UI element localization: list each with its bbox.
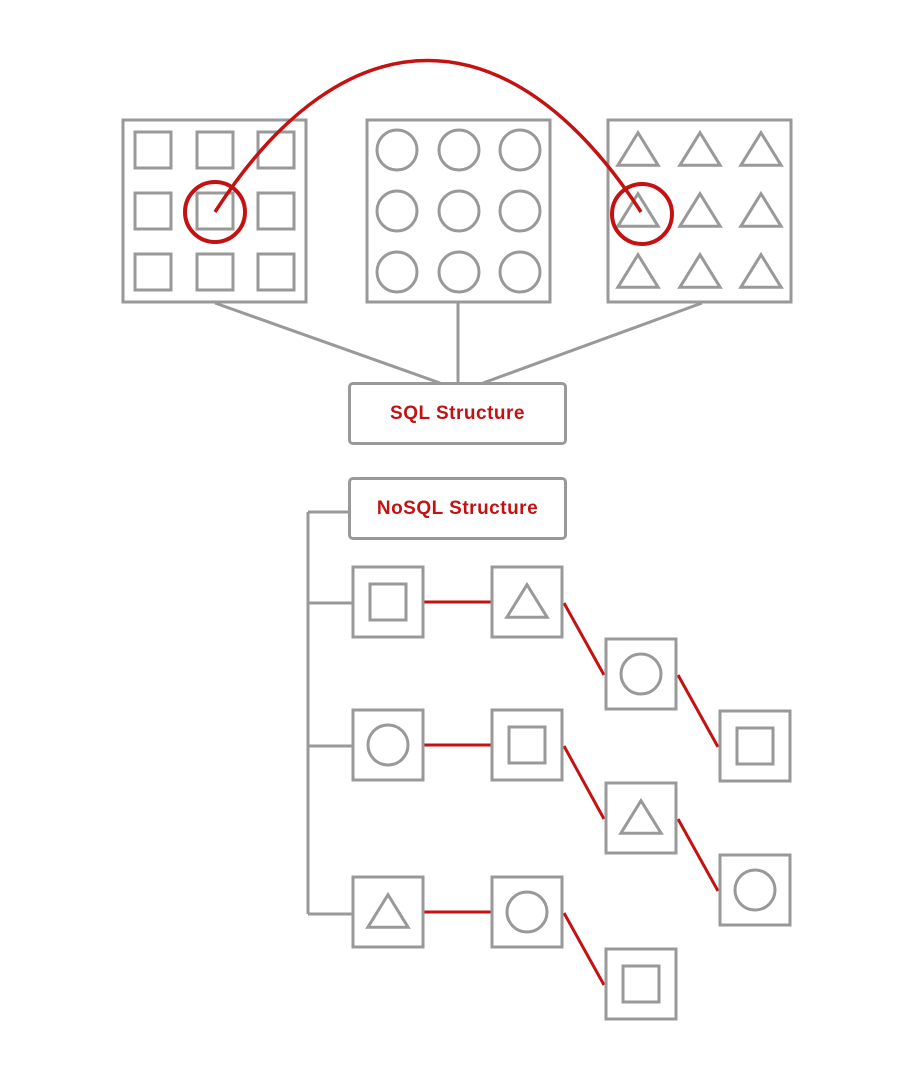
document-2-link-2	[676, 818, 720, 892]
squares-table-cell-1-1-square-icon	[195, 191, 235, 231]
circles-table-cell-1-1-circle-icon	[437, 189, 481, 233]
circles-table-cell-1-0-circle-icon	[375, 189, 419, 233]
triangles-table-cell-1-2-triangle-icon	[738, 190, 784, 228]
document-1-node-1-triangle-icon	[504, 581, 550, 619]
circles-table-cell-1-2-circle-icon	[498, 189, 542, 233]
circles-table-cell-2-1-circle-icon	[437, 250, 481, 294]
document-2-node-1-square-icon	[507, 725, 547, 765]
document-2-node-3	[718, 853, 792, 927]
squares-table-cell-2-2-square-icon	[256, 252, 296, 292]
document-1-node-3	[718, 709, 792, 783]
document-1-node-0	[351, 565, 425, 639]
sql-structure-label: SQL Structure	[348, 382, 567, 445]
document-3-node-1	[490, 875, 564, 949]
document-3-node-1-circle-icon	[505, 890, 549, 934]
document-3-node-0-triangle-icon	[365, 891, 411, 929]
squares-table-cell-0-1-square-icon	[195, 130, 235, 170]
table-connector-right	[482, 301, 703, 385]
relation-arc	[213, 58, 643, 213]
document-3-link-1	[562, 912, 606, 986]
document-2-node-1	[490, 708, 564, 782]
document-3-node-0	[351, 875, 425, 949]
document-1-node-0-square-icon	[368, 582, 408, 622]
circles-table-cell-0-1-circle-icon	[437, 128, 481, 172]
squares-table-cell-1-0-square-icon	[133, 191, 173, 231]
document-1-node-1	[490, 565, 564, 639]
document-1-node-3-square-icon	[735, 726, 775, 766]
document-2-node-0	[351, 708, 425, 782]
document-1-node-2	[604, 637, 678, 711]
triangles-table-cell-1-0-triangle-icon	[615, 190, 661, 228]
triangles-table-cell-2-1-triangle-icon	[677, 251, 723, 289]
nosql-structure-label: NoSQL Structure	[348, 477, 567, 540]
document-3-node-2	[604, 947, 678, 1021]
circles-table-cell-2-0-circle-icon	[375, 250, 419, 294]
circles-table-cell-0-0-circle-icon	[375, 128, 419, 172]
squares-table-cell-1-2-square-icon	[256, 191, 296, 231]
sql-structure-text: SQL Structure	[390, 402, 525, 424]
document-2-node-0-circle-icon	[366, 723, 410, 767]
document-1-node-2-circle-icon	[619, 652, 663, 696]
squares-table-cell-2-1-square-icon	[195, 252, 235, 292]
triangles-table	[606, 118, 793, 304]
table-connector-left	[214, 301, 441, 385]
highlight-ring-source	[183, 180, 247, 244]
triangles-table-cell-2-2-triangle-icon	[738, 251, 784, 289]
circles-table-cell-0-2-circle-icon	[498, 128, 542, 172]
document-2-node-2	[604, 781, 678, 855]
document-1-link-1	[562, 602, 606, 676]
triangles-table-cell-0-1-triangle-icon	[677, 129, 723, 167]
circles-table	[365, 118, 552, 304]
document-2-node-2-triangle-icon	[618, 797, 664, 835]
document-2-node-3-circle-icon	[733, 868, 777, 912]
squares-table-cell-2-0-square-icon	[133, 252, 173, 292]
document-1-link-2	[676, 674, 720, 748]
document-3-node-2-square-icon	[621, 964, 661, 1004]
nosql-structure-text: NoSQL Structure	[376, 497, 539, 519]
triangles-table-cell-1-1-triangle-icon	[677, 190, 723, 228]
triangles-table-cell-2-0-triangle-icon	[615, 251, 661, 289]
triangles-table-cell-0-2-triangle-icon	[738, 129, 784, 167]
highlight-ring-target	[610, 182, 674, 246]
document-2-link-1	[562, 745, 606, 820]
triangles-table-cell-0-0-triangle-icon	[615, 129, 661, 167]
squares-table-cell-0-0-square-icon	[133, 130, 173, 170]
circles-table-cell-2-2-circle-icon	[498, 250, 542, 294]
